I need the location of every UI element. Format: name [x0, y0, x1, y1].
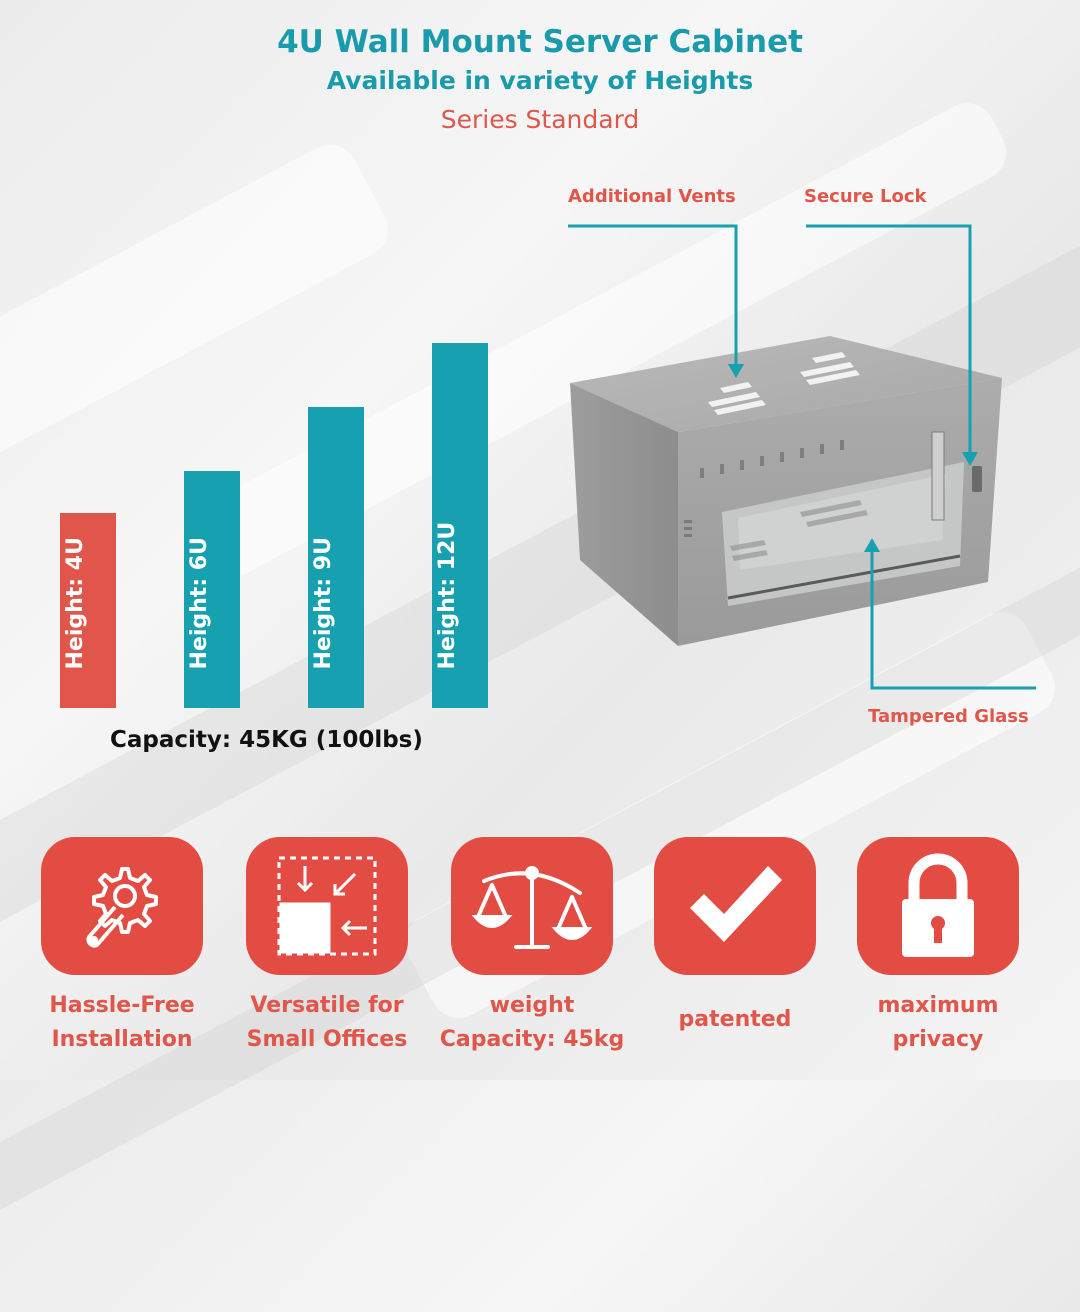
feature-hassle-free: Hassle-Free Installation	[22, 837, 222, 1057]
checkmark-icon	[654, 837, 816, 975]
height-bar-6u: Height: 6U	[184, 470, 240, 708]
feature-label-line: Small Offices	[246, 1027, 408, 1052]
callout-lines	[568, 224, 1036, 690]
callout-additional-vents: Additional Vents	[568, 186, 736, 207]
top-vents	[708, 352, 860, 415]
height-bar-label: Height: 6U	[187, 537, 212, 670]
feature-label-line: Installation	[51, 1027, 193, 1052]
series-label: Series Standard	[440, 105, 640, 134]
feature-label-line: Versatile for	[250, 993, 404, 1018]
header: 4U Wall Mount Server Cabinet Available i…	[0, 22, 1080, 140]
height-bar-9u: Height: 9U	[308, 406, 364, 708]
feature-label-line: Hassle-Free	[49, 993, 195, 1018]
feature-weight-capacity: weight Capacity: 45kg	[432, 837, 632, 1057]
feature-label: patented	[635, 1003, 835, 1037]
cabinet-side	[570, 383, 678, 646]
feature-label: weight Capacity: 45kg	[432, 989, 632, 1057]
front-slots	[700, 440, 844, 478]
feature-label: Versatile for Small Offices	[227, 989, 427, 1057]
height-bar-12u: Height: 12U	[432, 343, 488, 708]
feature-patented: patented	[635, 837, 835, 1037]
lock	[972, 466, 982, 492]
rack-rail	[931, 431, 945, 521]
feature-label-line: Capacity: 45kg	[439, 1027, 625, 1052]
balance-scale-icon	[451, 837, 613, 975]
padlock-icon	[857, 837, 1019, 975]
feature-label-line: patented	[678, 1007, 792, 1032]
capacity-text: Capacity: 45KG (100lbs)	[110, 727, 423, 753]
callout-tampered-glass: Tampered Glass	[868, 706, 1029, 727]
feature-label-line: maximum	[877, 993, 999, 1018]
page-subtitle: Available in variety of Heights	[326, 66, 754, 95]
feature-label-line: privacy	[892, 1027, 984, 1052]
height-bar-label: Height: 12U	[435, 521, 460, 670]
callout-secure-lock: Secure Lock	[804, 186, 927, 207]
server-cabinet-image	[570, 336, 1002, 646]
wrench-gear-icon	[41, 837, 203, 975]
feature-label: maximum privacy	[838, 989, 1038, 1057]
height-bar-4u: Height: 4U	[60, 513, 116, 708]
feature-versatile: Versatile for Small Offices	[227, 837, 427, 1057]
inner-vents	[730, 500, 868, 561]
height-bar-label: Height: 4U	[63, 537, 88, 670]
side-slots	[684, 520, 692, 537]
feature-label-line: weight	[489, 993, 575, 1018]
compact-space-icon	[246, 837, 408, 975]
cabinet-top	[570, 336, 1002, 432]
feature-label: Hassle-Free Installation	[22, 989, 222, 1057]
page-title: 4U Wall Mount Server Cabinet	[277, 24, 803, 60]
feature-privacy: maximum privacy	[838, 837, 1038, 1057]
height-bar-label: Height: 9U	[311, 537, 336, 670]
